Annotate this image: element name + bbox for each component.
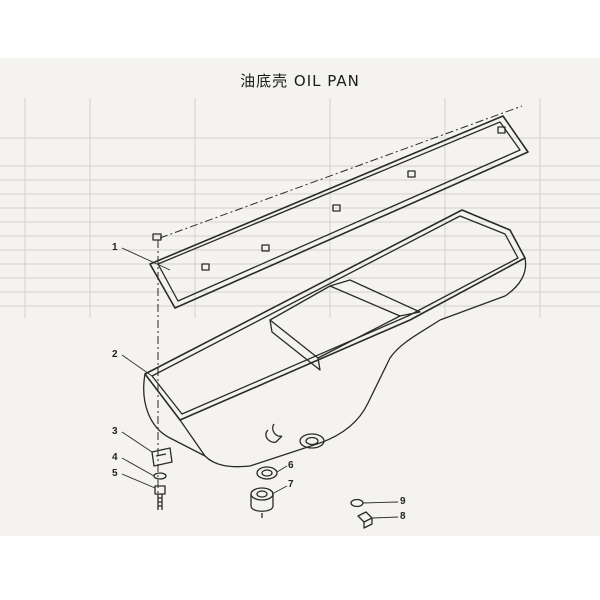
fitting-part-7 bbox=[250, 487, 274, 518]
oil-pan-part-2 bbox=[143, 209, 527, 468]
callout-1: 1 bbox=[112, 242, 118, 253]
ghost-table-lines bbox=[0, 98, 600, 318]
callout-6: 6 bbox=[288, 460, 294, 471]
callout-9: 9 bbox=[400, 496, 406, 507]
drawing-sheet: 油底壳 OIL PAN bbox=[0, 58, 600, 536]
callout-4: 4 bbox=[112, 452, 118, 463]
callout-8: 8 bbox=[400, 511, 406, 522]
gasket-part-1 bbox=[149, 115, 529, 309]
drain-plug-part-8 bbox=[357, 511, 373, 529]
callout-7: 7 bbox=[288, 479, 294, 490]
callout-3: 3 bbox=[112, 426, 118, 437]
oil-pan-diagram bbox=[121, 105, 529, 529]
bolt-part-5 bbox=[154, 485, 166, 510]
bracket-part-3 bbox=[151, 447, 173, 467]
callout-5: 5 bbox=[112, 468, 118, 479]
page-title: 油底壳 OIL PAN bbox=[240, 72, 360, 90]
callout-2: 2 bbox=[112, 349, 118, 360]
